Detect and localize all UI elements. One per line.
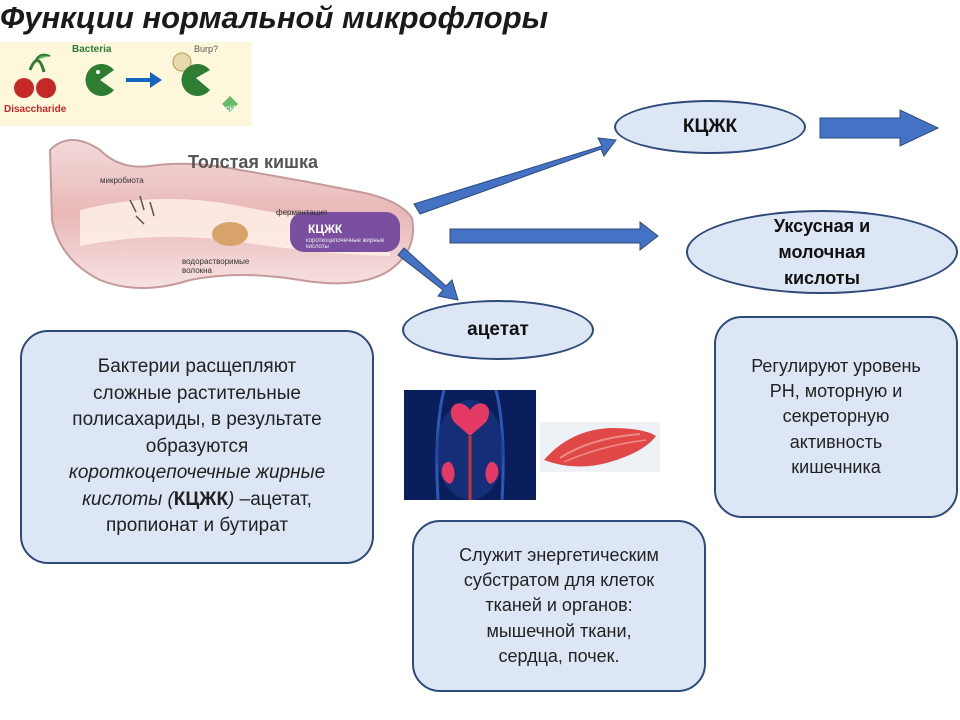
node-acids-line3: кислоты	[783, 268, 860, 289]
body-organs-image	[404, 390, 536, 500]
box-right-line5: кишечника	[791, 456, 881, 477]
arrow-to-kzhk	[413, 137, 617, 215]
box-bottom-line3: тканей и органов:	[485, 595, 633, 616]
node-kzhk: КЦЖК	[614, 100, 806, 154]
label-fermentation: ферментация	[276, 208, 328, 217]
box-right-line3: секреторную	[782, 406, 890, 427]
box-left-line4: образуются	[145, 435, 249, 457]
node-acetate: ацетат	[402, 300, 594, 360]
box-left-italic2: кислоты (	[82, 488, 174, 510]
box-left-line3: полисахариды, в результате	[72, 409, 322, 431]
box-right-line2: РН, моторную и	[769, 381, 903, 402]
bacteria-label: Bacteria	[72, 44, 112, 55]
disaccharide-label: Disaccharide	[4, 104, 67, 115]
node-acids-line1: Уксусная и	[773, 215, 871, 236]
box-right-line4: активность	[789, 431, 883, 452]
burp-label: Burp?	[194, 44, 219, 54]
box-left-italic-close: )	[228, 488, 235, 510]
intestine-title: Толстая кишка	[188, 152, 319, 172]
box-bacteria-description: Бактерии расщепляют сложные растительные…	[20, 330, 374, 564]
intestine-illustration: Толстая кишка микробиота ферментация КЦЖ…	[40, 130, 420, 310]
arrow-to-acids	[449, 220, 659, 252]
bacteria-disaccharide-icon	[14, 52, 238, 112]
box-bottom-line2: субстратом для клеток	[463, 570, 655, 591]
label-kzhk: КЦЖК	[308, 222, 343, 236]
intestine-icon	[48, 139, 414, 289]
heart-kidneys-icon	[435, 390, 505, 500]
label-microbiota: микробиота	[100, 176, 144, 185]
box-left-abbr: КЦЖК	[173, 488, 229, 510]
page-title: Функции нормальной микрофлоры	[0, 0, 549, 35]
box-bottom-line4: мышечной ткани,	[486, 620, 632, 641]
box-regulation: Регулируют уровень РН, моторную и секрет…	[714, 316, 958, 518]
label-kzhk-sub: короткоцепочечные жирные кислоты	[306, 238, 385, 250]
box-energy-substrate: Служит энергетическим субстратом для кле…	[412, 520, 706, 692]
node-acids: Уксусная и молочная кислоты	[686, 210, 958, 294]
box-bottom-line5: сердца, почек.	[498, 645, 620, 666]
box-left-line1: Бактерии расщепляют	[97, 355, 297, 377]
box-left-line2: сложные растительные	[93, 382, 301, 404]
node-kzhk-label: КЦЖК	[682, 116, 738, 137]
node-acetate-label: ацетат	[467, 319, 529, 340]
arrow-right-kzhk	[819, 109, 940, 147]
arrow-to-acetate	[397, 247, 459, 301]
box-left-mixed-line: кислоты (КЦЖК) –ацетат,	[69, 487, 325, 514]
label-fiber: водорастворимые волокна	[182, 257, 250, 275]
box-left-tail: –ацетат,	[234, 488, 312, 510]
acid-label: Acid	[220, 104, 236, 113]
muscle-icon	[544, 428, 656, 467]
box-right-line1: Регулируют уровень	[751, 356, 921, 377]
node-acids-line2: молочная	[778, 241, 866, 262]
muscle-image	[540, 422, 660, 472]
logo-illustration: Bacteria Burp? Disaccharide Acid	[0, 42, 252, 126]
box-left-italic1: короткоцепочечные жирные	[68, 462, 326, 484]
box-left-last: пропионат и бутират	[105, 515, 289, 537]
box-bottom-line1: Служит энергетическим	[459, 545, 659, 566]
